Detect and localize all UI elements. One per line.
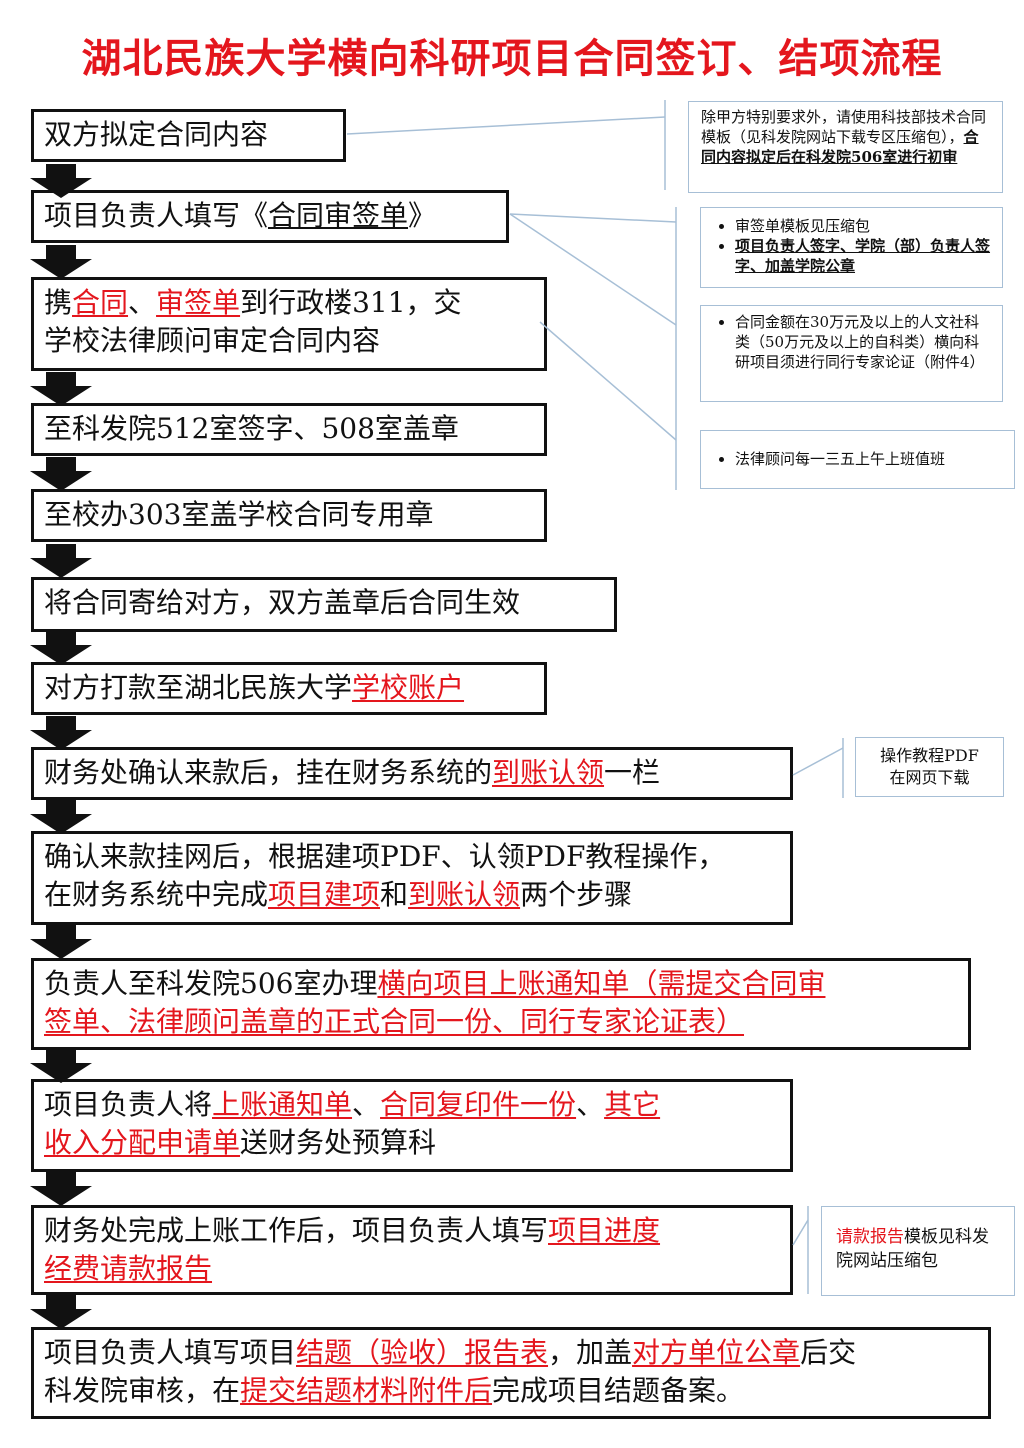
step-text: 和 xyxy=(380,878,409,911)
step-highlight-text: 到账认领 xyxy=(408,878,521,911)
step-12: 财务处完成上账工作后，项目负责人填写项目进度经费请款报告 xyxy=(31,1205,793,1295)
step-highlight-text: 其它 xyxy=(604,1088,661,1121)
step-text: 、 xyxy=(128,286,157,319)
step-text: 一栏 xyxy=(604,756,661,789)
step-highlight-text: 经费请款报告 xyxy=(44,1252,213,1285)
step-highlight-text: 合同复印件一份 xyxy=(380,1088,577,1121)
step-text: 》 xyxy=(408,199,437,232)
step-highlight-text: 签单、法律顾问盖章的正式合同一份、同行专家论证表） xyxy=(44,1005,745,1038)
step-highlight-text: 项目建项 xyxy=(268,878,381,911)
step-text: 至校办303室盖学校合同专用章 xyxy=(44,498,434,531)
step-text: 负责人至科发院506室办理 xyxy=(44,967,378,1000)
down-arrow-icon xyxy=(30,245,92,279)
step-13: 项目负责人填写项目结题（验收）报告表，加盖对方单位公章后交科发院审核，在提交结题… xyxy=(31,1327,991,1419)
down-arrow-icon xyxy=(30,631,92,665)
note-expert-review: 合同金额在30万元及以上的人文社科类（50万元及以上的自科类）横向科研项目须进行… xyxy=(700,305,1003,402)
step-11: 项目负责人将上账通知单、合同复印件一份、其它收入分配申请单送财务处预算科 xyxy=(31,1079,793,1172)
step-highlight-text: 收入分配申请单 xyxy=(44,1126,241,1159)
step-highlight-text: 学校账户 xyxy=(352,671,465,704)
step-highlight-text: 横向项目上账通知单（需提交合同审 xyxy=(377,967,826,1000)
note-payment-report: 请款报告模板见科发院网站压缩包 xyxy=(821,1206,1015,1296)
down-arrow-icon xyxy=(30,164,92,198)
step-text: 、 xyxy=(352,1088,381,1121)
step-text: 在财务系统中完成 xyxy=(44,878,269,911)
step-text: 项目负责人填写《 xyxy=(44,199,269,232)
down-arrow-icon xyxy=(30,1172,92,1206)
step-5: 至校办303室盖学校合同专用章 xyxy=(31,489,547,542)
note-bullet: 合同金额在30万元及以上的人文社科类（50万元及以上的自科类）横向科研项目须进行… xyxy=(735,312,990,372)
step-text: 对方打款至湖北民族大学 xyxy=(44,671,353,704)
note-approval-sheet: 审签单模板见压缩包 项目负责人签字、学院（部）负责人签字、加盖学院公章 xyxy=(700,207,1003,288)
note-legal-advisor: 法律顾问每一三五上午上班值班 xyxy=(700,430,1015,489)
step-text: 至科发院512室签字、508室盖章 xyxy=(44,412,459,445)
note-bullet: 审签单模板见压缩包 xyxy=(735,216,990,236)
step-6: 将合同寄给对方，双方盖章后合同生效 xyxy=(31,577,617,632)
page-title: 湖北民族大学横向科研项目合同签订、结项流程 xyxy=(81,35,943,82)
step-text: 合同审签单 xyxy=(268,199,409,232)
step-text: 财务处完成上账工作后，项目负责人填写 xyxy=(44,1214,549,1247)
step-highlight-text: 项目进度 xyxy=(548,1214,661,1247)
step-text: 双方拟定合同内容 xyxy=(44,118,269,151)
down-arrow-icon xyxy=(30,1049,92,1083)
step-text: 携 xyxy=(44,286,73,319)
step-text: 、 xyxy=(576,1088,605,1121)
step-text: 项目负责人填写项目 xyxy=(44,1336,297,1369)
step-3: 携合同、审签单到行政楼311，交学校法律顾问审定合同内容 xyxy=(31,277,547,371)
step-text: 财务处确认来款后，挂在财务系统的 xyxy=(44,756,493,789)
step-2: 项目负责人填写《合同审签单》 xyxy=(31,190,509,243)
step-9: 确认来款挂网后，根据建项PDF、认领PDF教程操作， 在财务系统中完成项目建项和到… xyxy=(31,831,793,925)
note-contract-template: 除甲方特别要求外，请使用科技部技术合同模板（见科发院网站下载专区压缩包），合同内… xyxy=(688,101,1003,193)
step-text: 科发院审核，在 xyxy=(44,1374,241,1407)
note-tutorial-pdf: 操作教程PDF 在网页下载 xyxy=(855,737,1004,797)
step-8: 财务处确认来款后，挂在财务系统的到账认领一栏 xyxy=(31,747,793,800)
down-arrow-icon xyxy=(30,457,92,491)
step-highlight-text: 对方单位公章 xyxy=(632,1336,801,1369)
step-text: ，加盖 xyxy=(548,1336,633,1369)
step-text: 完成项目结题备案。 xyxy=(492,1374,745,1407)
down-arrow-icon xyxy=(30,372,92,406)
step-text: 后交 xyxy=(800,1336,857,1369)
step-1: 双方拟定合同内容 xyxy=(31,109,346,162)
note-bullet: 项目负责人签字、学院（部）负责人签字、加盖学院公章 xyxy=(735,236,990,276)
step-highlight-text: 结题（验收）报告表 xyxy=(296,1336,549,1369)
down-arrow-icon xyxy=(30,544,92,578)
step-4: 至科发院512室签字、508室盖章 xyxy=(31,403,547,456)
step-highlight-text: 上账通知单 xyxy=(212,1088,353,1121)
down-arrow-icon xyxy=(30,800,92,834)
note-bullet: 法律顾问每一三五上午上班值班 xyxy=(735,449,1002,469)
step-highlight-text: 到账认领 xyxy=(492,756,605,789)
down-arrow-icon xyxy=(30,716,92,750)
step-text: 将合同寄给对方，双方盖章后合同生效 xyxy=(44,586,521,619)
step-text: 到行政楼311，交 xyxy=(240,286,462,319)
down-arrow-icon xyxy=(30,1295,92,1329)
step-text: 两个步骤 xyxy=(520,878,633,911)
step-text: 学校法律顾问审定合同内容 xyxy=(44,324,381,357)
step-highlight-text: 审签单 xyxy=(156,286,241,319)
step-text: 项目负责人将 xyxy=(44,1088,213,1121)
step-7: 对方打款至湖北民族大学学校账户 xyxy=(31,662,547,715)
step-highlight-text: 提交结题材料附件后 xyxy=(240,1374,493,1407)
step-text: 确认来款挂网后，根据建项PDF、认领PDF教程操作， xyxy=(44,840,726,873)
down-arrow-icon xyxy=(30,925,92,959)
step-highlight-text: 合同 xyxy=(72,286,129,319)
step-text: 送财务处预算科 xyxy=(240,1126,437,1159)
step-10: 负责人至科发院506室办理横向项目上账通知单（需提交合同审签单、法律顾问盖章的正… xyxy=(31,958,971,1050)
